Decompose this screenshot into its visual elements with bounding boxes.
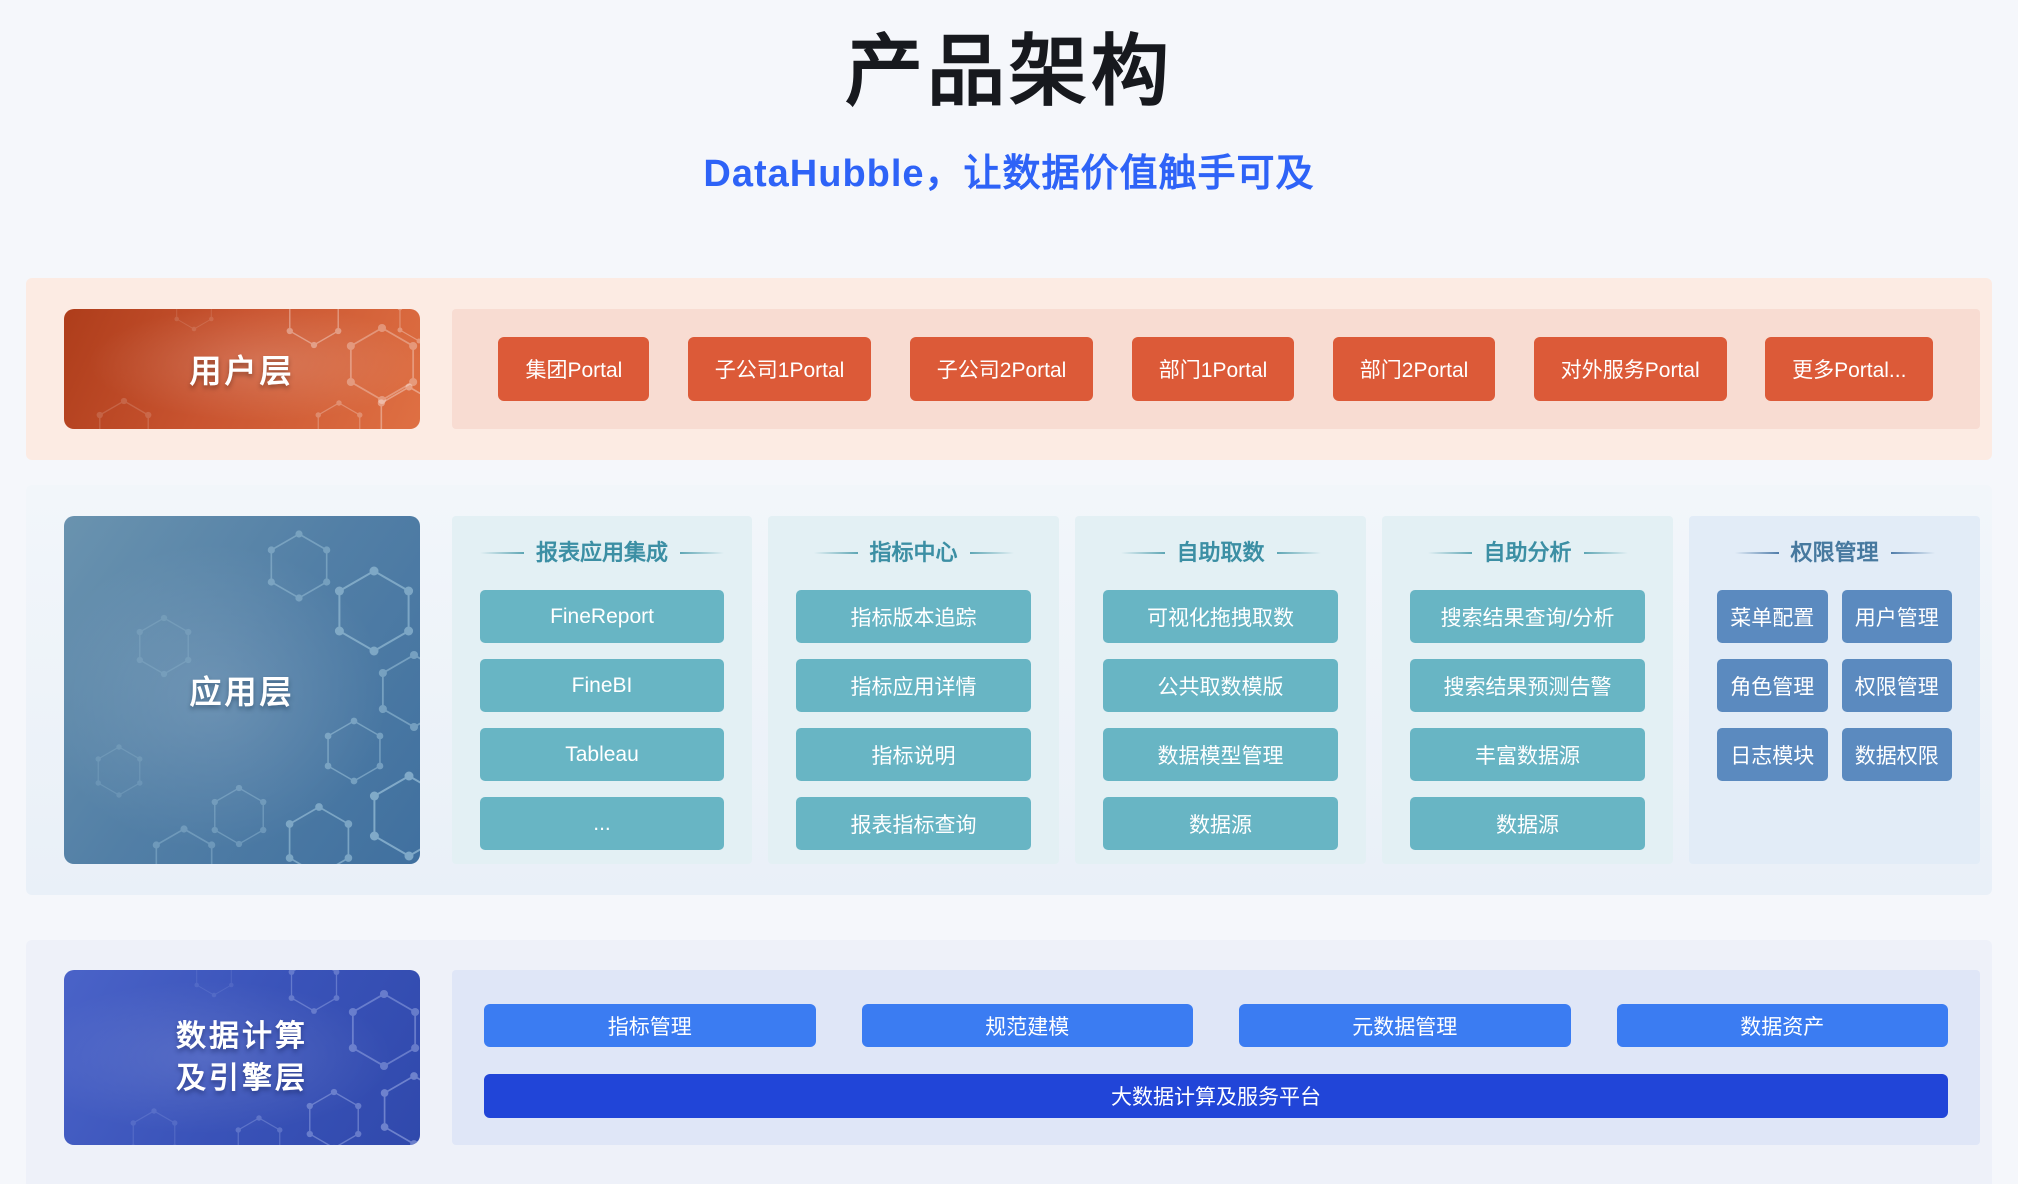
app-panel-report-integration: 报表应用集成 FineReport FineBI Tableau ... xyxy=(452,516,753,864)
portal-button[interactable]: 更多Portal... xyxy=(1765,337,1934,401)
panel-button[interactable]: 搜索结果预测告警 xyxy=(1410,659,1646,712)
page-subtitle: DataHubble，让数据价值触手可及 xyxy=(703,153,1315,195)
panel-button[interactable]: 指标版本追踪 xyxy=(796,590,1032,643)
panel-button[interactable]: FineBI xyxy=(480,659,725,712)
engine-button[interactable]: 指标管理 xyxy=(484,1004,816,1047)
platform-bar[interactable]: 大数据计算及服务平台 xyxy=(484,1074,1948,1118)
perm-button[interactable]: 数据权限 xyxy=(1841,728,1953,781)
panel-button[interactable]: 数据源 xyxy=(1410,797,1646,850)
app-panel-self-service-analysis: 自助分析 搜索结果查询/分析 搜索结果预测告警 丰富数据源 数据源 xyxy=(1382,516,1674,864)
perm-button[interactable]: 菜单配置 xyxy=(1717,590,1828,643)
panel-button[interactable]: 丰富数据源 xyxy=(1410,728,1646,781)
app-columns: 报表应用集成 FineReport FineBI Tableau ... 指标中… xyxy=(452,516,1981,864)
perm-button[interactable]: 用户管理 xyxy=(1841,590,1953,643)
engine-button[interactable]: 规范建模 xyxy=(861,1004,1193,1047)
page-title: 产品架构 xyxy=(844,27,1173,115)
panel-title: 自助取数 xyxy=(1103,538,1338,568)
engine-button[interactable]: 数据资产 xyxy=(1616,1004,1948,1047)
panel-title: 报表应用集成 xyxy=(480,538,724,568)
portal-strip: 集团Portal 子公司1Portal 子公司2Portal 部门1Portal… xyxy=(452,309,1980,429)
app-panel-self-service-data: 自助取数 可视化拖拽取数 公共取数模版 数据模型管理 数据源 xyxy=(1075,516,1367,864)
panel-button[interactable]: 指标说明 xyxy=(796,728,1032,781)
app-layer-label: 应用层 xyxy=(189,674,295,710)
app-panel-metric-center: 指标中心 指标版本追踪 指标应用详情 指标说明 报表指标查询 xyxy=(768,516,1060,864)
panel-button[interactable]: 数据源 xyxy=(1103,797,1339,850)
user-layer-band: 用户层 集团Portal 子公司1Portal 子公司2Portal 部门1Po… xyxy=(26,278,1992,460)
panel-button[interactable]: ... xyxy=(480,797,725,850)
engine-layer-card: 数据计算 及引擎层 xyxy=(64,970,420,1145)
app-layer-card: 应用层 xyxy=(64,516,420,864)
panel-button[interactable]: 数据模型管理 xyxy=(1103,728,1339,781)
panel-button[interactable]: FineReport xyxy=(480,590,725,643)
engine-layer-label-line1: 数据计算 xyxy=(176,1019,308,1053)
panel-button[interactable]: 报表指标查询 xyxy=(796,797,1032,850)
panel-button[interactable]: 指标应用详情 xyxy=(796,659,1032,712)
portal-button[interactable]: 部门1Portal xyxy=(1131,337,1295,401)
portal-button[interactable]: 集团Portal xyxy=(498,337,650,401)
perm-button[interactable]: 权限管理 xyxy=(1841,659,1953,712)
engine-panel: 指标管理 规范建模 元数据管理 数据资产 大数据计算及服务平台 xyxy=(452,970,1980,1145)
panel-button[interactable]: 公共取数模版 xyxy=(1103,659,1339,712)
panel-button[interactable]: 搜索结果查询/分析 xyxy=(1410,590,1646,643)
panel-title: 自助分析 xyxy=(1410,538,1645,568)
user-layer-label: 用户层 xyxy=(189,353,295,389)
portal-button[interactable]: 子公司1Portal xyxy=(687,337,872,401)
panel-button[interactable]: 可视化拖拽取数 xyxy=(1103,590,1339,643)
portal-button[interactable]: 子公司2Portal xyxy=(909,337,1094,401)
panel-title: 指标中心 xyxy=(796,538,1031,568)
app-layer-band: 应用层 报表应用集成 FineReport FineBI Tableau ...… xyxy=(26,485,1992,895)
perm-button[interactable]: 日志模块 xyxy=(1717,728,1828,781)
engine-layer-label-line2: 及引擎层 xyxy=(176,1061,308,1095)
portal-button[interactable]: 对外服务Portal xyxy=(1533,337,1727,401)
engine-button[interactable]: 元数据管理 xyxy=(1239,1004,1571,1047)
perm-button[interactable]: 角色管理 xyxy=(1717,659,1828,712)
user-layer-card: 用户层 xyxy=(64,309,420,429)
portal-button[interactable]: 部门2Portal xyxy=(1332,337,1496,401)
engine-layer-band: 数据计算 及引擎层 指标管理 规范建模 元数据管理 数据资产 大数据计算及服务平… xyxy=(26,940,1992,1184)
app-panel-permission: 权限管理 菜单配置 用户管理 角色管理 权限管理 日志模块 数据权限 xyxy=(1689,516,1981,864)
panel-title: 权限管理 xyxy=(1717,538,1952,568)
panel-button[interactable]: Tableau xyxy=(480,728,725,781)
